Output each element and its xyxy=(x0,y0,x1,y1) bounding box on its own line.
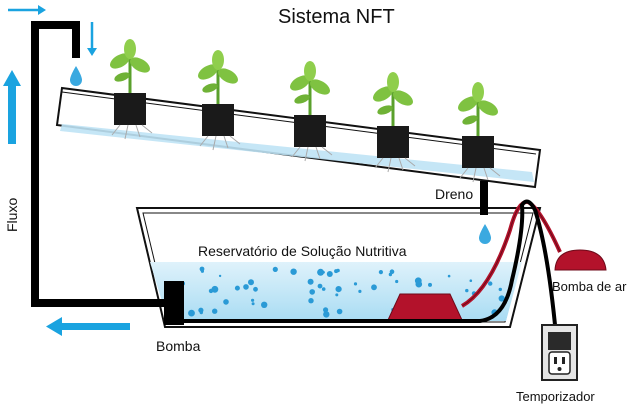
pump-label: Bomba xyxy=(156,338,201,354)
air-bubble xyxy=(321,287,326,291)
air-tube xyxy=(460,199,562,308)
plant xyxy=(290,61,333,162)
air-bubble xyxy=(251,298,255,302)
air-bubble xyxy=(469,279,473,283)
air-bubble xyxy=(234,285,240,291)
timer-device xyxy=(541,324,578,381)
air-bubble xyxy=(290,268,297,275)
plant xyxy=(373,72,416,173)
air-bubble xyxy=(498,295,505,302)
air-bubble xyxy=(488,281,493,286)
drain-label: Dreno xyxy=(435,186,474,202)
air-bubble xyxy=(358,289,362,293)
air-bubble xyxy=(253,286,258,292)
air-bubble xyxy=(261,301,268,308)
air-bubble xyxy=(465,288,469,293)
air-bubble xyxy=(335,293,339,297)
air-bubble xyxy=(309,289,316,295)
air-bubble xyxy=(307,278,314,285)
air-bubble xyxy=(415,280,423,288)
air-bubble xyxy=(371,284,377,291)
plant xyxy=(198,50,241,151)
supply-pipe xyxy=(31,21,166,307)
air-bubble xyxy=(378,270,383,275)
flow-arrow-up xyxy=(3,70,21,144)
air-pump xyxy=(554,249,607,271)
timer-label: Temporizador xyxy=(516,389,595,404)
drain-pipe xyxy=(480,181,488,215)
air-bubble xyxy=(353,282,358,286)
air-stone xyxy=(387,293,463,321)
air-bubble xyxy=(212,308,218,314)
air-bubble xyxy=(498,287,502,292)
plant xyxy=(458,82,501,183)
air-bubble xyxy=(428,282,432,287)
diagram-title: Sistema NFT xyxy=(278,6,395,28)
power-cord xyxy=(180,199,558,336)
air-bubble xyxy=(199,310,203,315)
air-bubble xyxy=(200,269,204,273)
reservoir-label: Reservatório de Solução Nutritiva xyxy=(198,243,407,259)
air-bubble xyxy=(334,269,339,274)
plants xyxy=(110,39,501,183)
air-bubble xyxy=(208,288,214,294)
air-bubble xyxy=(395,279,399,284)
air-bubble xyxy=(218,274,222,278)
air-bubble xyxy=(336,308,343,315)
pump xyxy=(164,281,184,325)
air-bubble xyxy=(243,284,249,290)
flow-arrow-top-right xyxy=(8,5,46,15)
air-bubble xyxy=(323,311,330,318)
air-bubble xyxy=(447,274,451,278)
air-bubble xyxy=(308,298,314,304)
air-bubble xyxy=(389,269,395,275)
air-bubble xyxy=(211,285,219,293)
air-bubble xyxy=(323,307,329,313)
flow-arrow-down xyxy=(87,22,97,56)
air-bubble xyxy=(251,302,255,306)
air-bubble xyxy=(248,279,254,286)
air-bubble xyxy=(326,271,333,277)
air-pump-label: Bomba de ar xyxy=(552,279,627,294)
flow-label: Fluxo xyxy=(4,197,20,232)
air-tube-outline xyxy=(461,201,561,307)
air-bubble xyxy=(335,286,342,293)
air-bubble xyxy=(388,272,393,277)
plant xyxy=(110,39,153,140)
water-drop xyxy=(70,66,82,86)
drain-drop xyxy=(479,224,491,244)
air-bubble xyxy=(223,299,229,305)
air-bubble xyxy=(272,266,278,272)
air-bubble xyxy=(188,309,195,317)
air-bubble xyxy=(317,268,325,276)
flow-arrow-left xyxy=(46,317,130,336)
air-bubble xyxy=(317,283,323,289)
